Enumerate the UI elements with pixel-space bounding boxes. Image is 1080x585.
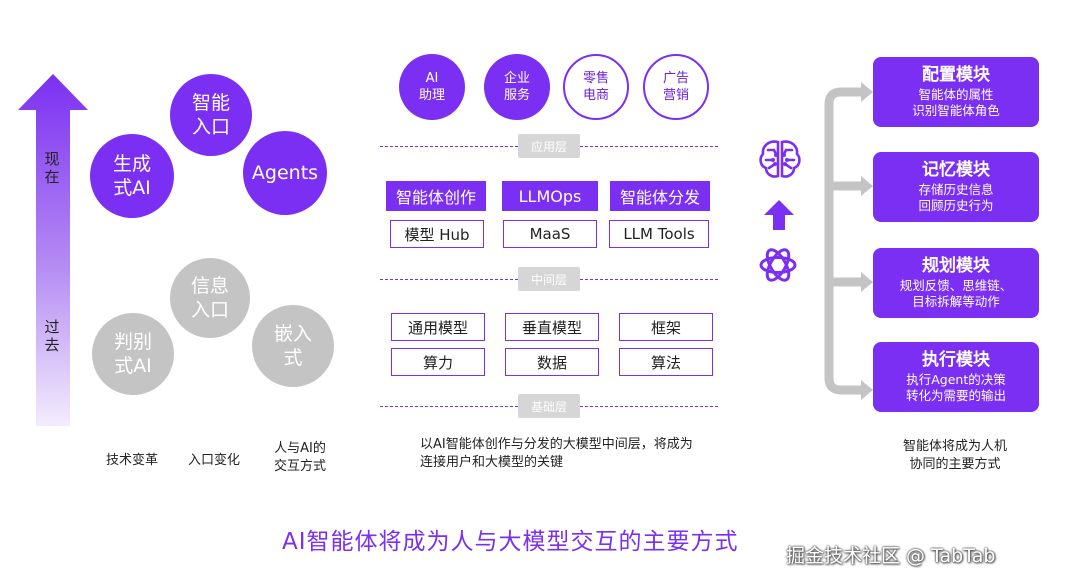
module-execution-title: 执行模块: [922, 350, 990, 370]
box-llm-tools: LLM Tools: [609, 220, 709, 248]
brain-icon: [757, 136, 803, 182]
module-planning-title: 规划模块: [922, 256, 990, 276]
pill-agent-creation: 智能体创作: [386, 181, 486, 211]
label-entry-change: 入口变化: [187, 453, 240, 468]
past-label: 过去: [44, 318, 60, 354]
circle-retail-ecommerce: 零售 电商: [563, 54, 629, 120]
module-planning: 规划模块 规划反馈、思维链、 目标拆解等动作: [873, 248, 1039, 318]
application-layer-tag: 应用层: [518, 134, 580, 158]
module-planning-desc: 规划反馈、思维链、 目标拆解等动作: [899, 278, 1013, 309]
circle-agents: Agents: [243, 131, 327, 215]
label-tech-change: 技术变革: [105, 453, 158, 468]
box-maas: MaaS: [503, 220, 597, 248]
box-data: 数据: [505, 348, 599, 376]
middle-layer-tag: 中间层: [518, 267, 580, 291]
module-config-title: 配置模块: [922, 65, 990, 85]
timeline-arrow: [18, 74, 88, 426]
circle-ad-marketing: 广告 营销: [643, 54, 709, 120]
module-config-desc: 智能体的属性 识别智能体角色: [912, 87, 1000, 118]
module-memory-title: 记忆模块: [922, 160, 990, 180]
now-label: 现在: [44, 150, 60, 186]
box-general-model: 通用模型: [391, 313, 485, 341]
box-model-hub: 模型 Hub: [390, 220, 484, 248]
openai-icon: [756, 243, 800, 287]
module-bracket: [815, 60, 875, 410]
circle-generative-ai: 生成 式AI: [90, 134, 174, 218]
module-execution-desc: 执行Agent的决策 转化为需要的输出: [905, 372, 1006, 403]
circle-enterprise-service: 企业 服务: [484, 54, 550, 120]
module-config: 配置模块 智能体的属性 识别智能体角色: [873, 57, 1039, 127]
middle-caption: 以AI智能体创作与分发的大模型中间层，将成为连接用户和大模型的关键: [420, 437, 693, 470]
box-compute: 算力: [391, 348, 485, 376]
box-vertical-model: 垂直模型: [505, 313, 599, 341]
main-title: AI智能体将成为人与大模型交互的主要方式: [282, 529, 739, 555]
label-interaction-mode: 人与AI的 交互方式: [273, 441, 326, 474]
right-caption: 智能体将成为人机 协同的主要方式: [902, 439, 1007, 472]
circle-ai-assistant: AI 助理: [399, 54, 465, 120]
module-execution: 执行模块 执行Agent的决策 转化为需要的输出: [873, 342, 1039, 412]
pill-llmops: LLMOps: [502, 181, 598, 211]
module-memory-desc: 存储历史信息 回顾历史行为: [918, 182, 994, 213]
circle-discriminative-ai: 判别 式AI: [92, 313, 174, 395]
circle-embedded: 嵌入 式: [252, 305, 334, 387]
circle-info-entry: 信息 入口: [170, 258, 250, 338]
base-layer-tag: 基础层: [518, 394, 580, 418]
box-framework: 框架: [619, 313, 713, 341]
circle-smart-entry: 智能 入口: [170, 74, 252, 156]
arrow-up-icon: [763, 199, 795, 231]
pill-agent-distribution: 智能体分发: [610, 181, 710, 211]
box-algorithm: 算法: [619, 348, 713, 376]
module-memory: 记忆模块 存储历史信息 回顾历史行为: [873, 152, 1039, 222]
watermark: 掘金技术社区 @ TabTab: [786, 545, 996, 567]
